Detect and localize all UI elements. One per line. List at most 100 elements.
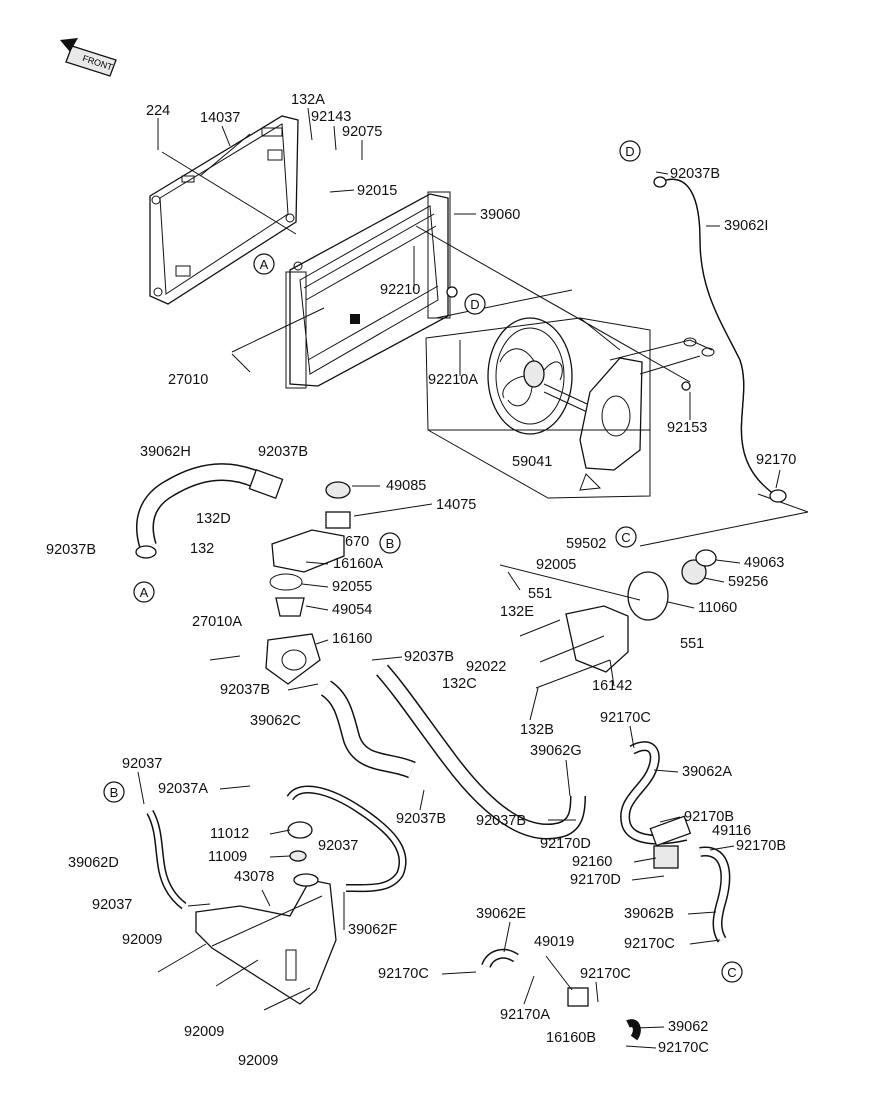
label-92210A: 92210A — [428, 372, 478, 388]
hose-39062 — [626, 1019, 641, 1041]
label-92009-a: 92009 — [122, 932, 162, 948]
hose-39062F — [286, 785, 407, 893]
label-92170B-a: 92170B — [684, 809, 734, 825]
callout-A-upper: A — [253, 253, 275, 275]
label-92037: 92037 — [122, 756, 162, 772]
label-92022: 92022 — [466, 659, 506, 675]
label-92210: 92210 — [380, 282, 420, 298]
label-11012: 11012 — [210, 826, 249, 842]
label-92075: 92075 — [342, 124, 382, 140]
callout-C-upper: C — [615, 526, 637, 548]
label-49054: 49054 — [332, 602, 372, 618]
label-92170C-b: 92170C — [378, 966, 429, 982]
label-39062I: 39062I — [724, 218, 768, 234]
label-92037B-a: 92037B — [258, 444, 308, 460]
radiator — [285, 191, 458, 389]
label-92037-b: 92037 — [318, 838, 358, 854]
label-92037B-d: 92037B — [396, 811, 446, 827]
hose-39062A — [620, 741, 692, 869]
front-arrow-icon: FRONT — [60, 38, 117, 77]
label-59256: 59256 — [728, 574, 768, 590]
label-132C: 132C — [442, 676, 477, 692]
label-39062E: 39062E — [476, 906, 526, 922]
label-16142: 16142 — [592, 678, 632, 694]
label-59041: 59041 — [512, 454, 552, 470]
label-132: 132 — [190, 541, 214, 557]
label-92037A: 92037A — [158, 781, 208, 797]
label-551-b: 551 — [680, 636, 704, 652]
label-27010: 27010 — [168, 372, 208, 388]
label-92009-c: 92009 — [238, 1053, 278, 1069]
label-92170B-b: 92170B — [736, 838, 786, 854]
label-92055: 92055 — [332, 579, 372, 595]
fitting-16160B — [567, 987, 589, 1007]
radiator-screen — [149, 115, 299, 305]
label-92170C-c: 92170C — [580, 966, 631, 982]
leader-lines-lower — [157, 564, 641, 1011]
label-92037B-e: 92037B — [476, 813, 526, 829]
svg-text:C: C — [621, 530, 630, 545]
label-11060: 11060 — [698, 600, 737, 616]
callout-D-lower: D — [464, 293, 486, 315]
label-92037B-top: 92037B — [670, 166, 720, 182]
label-92160: 92160 — [572, 854, 612, 870]
label-92037B-b: 92037B — [404, 649, 454, 665]
label-39062D: 39062D — [68, 855, 119, 871]
label-59502: 59502 — [566, 536, 606, 552]
label-92005: 92005 — [536, 557, 576, 573]
label-92009-b: 92009 — [184, 1024, 224, 1040]
fan-assembly-outline — [425, 317, 651, 431]
label-39060: 39060 — [480, 207, 520, 223]
svg-text:C: C — [727, 965, 736, 980]
label-14075: 14075 — [436, 497, 476, 513]
label-92170A: 92170A — [500, 1007, 550, 1023]
label-92037B-c: 92037B — [220, 682, 270, 698]
label-132D: 132D — [196, 511, 231, 527]
hose-39062D — [146, 810, 187, 910]
label-39062B: 39062B — [624, 906, 674, 922]
label-39062A: 39062A — [682, 764, 732, 780]
water-pump — [519, 549, 717, 689]
svg-text:D: D — [470, 297, 479, 312]
label-92170C-a: 92170C — [600, 710, 651, 726]
label-92037B-left: 92037B — [46, 542, 96, 558]
label-11009: 11009 — [208, 849, 247, 865]
callout-C-lower: C — [721, 961, 743, 983]
label-92037-c: 92037 — [92, 897, 132, 913]
label-670: 670 — [345, 534, 369, 550]
reservoir-tank — [195, 821, 337, 1005]
label-49116: 49116 — [712, 823, 751, 839]
callout-B-upper: B — [379, 532, 401, 554]
label-92143: 92143 — [311, 109, 351, 125]
hose-39062H — [135, 463, 284, 559]
label-92170C-d: 92170C — [624, 936, 675, 952]
svg-text:B: B — [386, 536, 395, 551]
callout-B-lower: B — [103, 781, 125, 803]
svg-text:A: A — [140, 585, 149, 600]
label-92170: 92170 — [756, 452, 796, 468]
label-39062G: 39062G — [530, 743, 582, 759]
label-92015: 92015 — [357, 183, 397, 199]
label-92153: 92153 — [667, 420, 707, 436]
label-551-a: 551 — [528, 586, 552, 602]
label-92170C-e: 92170C — [658, 1040, 709, 1056]
part-labels: 224 14037 132A 92143 92075 92015 39060 9… — [46, 92, 796, 1069]
label-39062H: 39062H — [140, 444, 191, 460]
thermostat-housing — [209, 481, 351, 685]
label-132A: 132A — [291, 92, 325, 108]
label-39062: 39062 — [668, 1019, 708, 1035]
label-92170D-a: 92170D — [540, 836, 591, 852]
label-leaders — [137, 107, 781, 1049]
label-224: 224 — [146, 103, 170, 119]
label-49019: 49019 — [534, 934, 574, 950]
callout-A-lower: A — [133, 581, 155, 603]
svg-text:D: D — [625, 144, 634, 159]
radiator-fan — [487, 317, 601, 435]
hose-39062B — [699, 846, 731, 943]
label-39062F: 39062F — [348, 922, 397, 938]
label-14037: 14037 — [200, 110, 240, 126]
label-132E: 132E — [500, 604, 534, 620]
label-16160: 16160 — [332, 631, 372, 647]
